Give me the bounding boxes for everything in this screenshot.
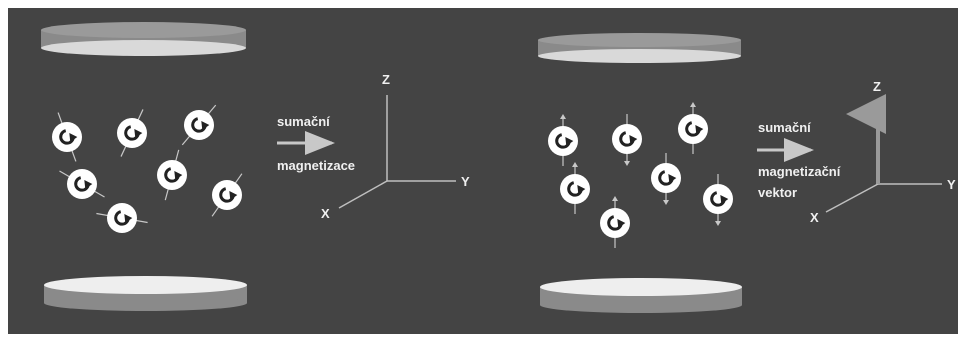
right-axis-z-label: Z [873,79,881,94]
left-spin-proton-icon-7 [96,203,148,233]
left-spin-proton-icon-2 [117,109,147,157]
left-axis-y-label: Y [461,174,470,189]
right-bottom-magnet-plate-icon [540,278,742,313]
right-label-line1: sumační [758,120,811,135]
right-spin-proton-icon-1 [548,114,578,166]
left-random-spins [52,104,243,233]
left-spin-proton-icon-3 [181,104,217,146]
right-spin-proton-icon-2 [612,114,642,166]
left-spin-proton-icon-1 [52,112,82,162]
left-axis-z-label: Z [382,72,390,87]
left-axis-x-label: X [321,206,330,221]
right-spin-proton-icon-4 [560,162,590,214]
right-spin-proton-icon-5 [651,153,681,205]
right-top-magnet-plate-icon [538,33,741,63]
right-spin-proton-icon-6 [703,174,733,226]
right-label-line2: magnetizační [758,164,841,179]
right-aligned-spins [548,102,733,248]
left-spin-proton-icon-4 [59,169,105,199]
right-spin-proton-icon-3 [678,102,708,154]
left-label-line2: magnetizace [277,158,355,173]
right-axis-y-label: Y [947,177,956,192]
left-coordinate-axes [338,95,456,209]
left-bottom-magnet-plate-icon [44,276,247,311]
left-top-magnet-plate-icon [41,22,246,56]
left-spin-proton-icon-5 [157,149,187,201]
right-label-line3: vektor [758,185,797,200]
left-spin-proton-icon-6 [211,173,243,217]
right-spin-proton-icon-7 [600,196,630,248]
right-axis-x-label: X [810,210,819,225]
left-label-line1: sumační [277,114,330,129]
right-coordinate-axes [825,100,942,213]
